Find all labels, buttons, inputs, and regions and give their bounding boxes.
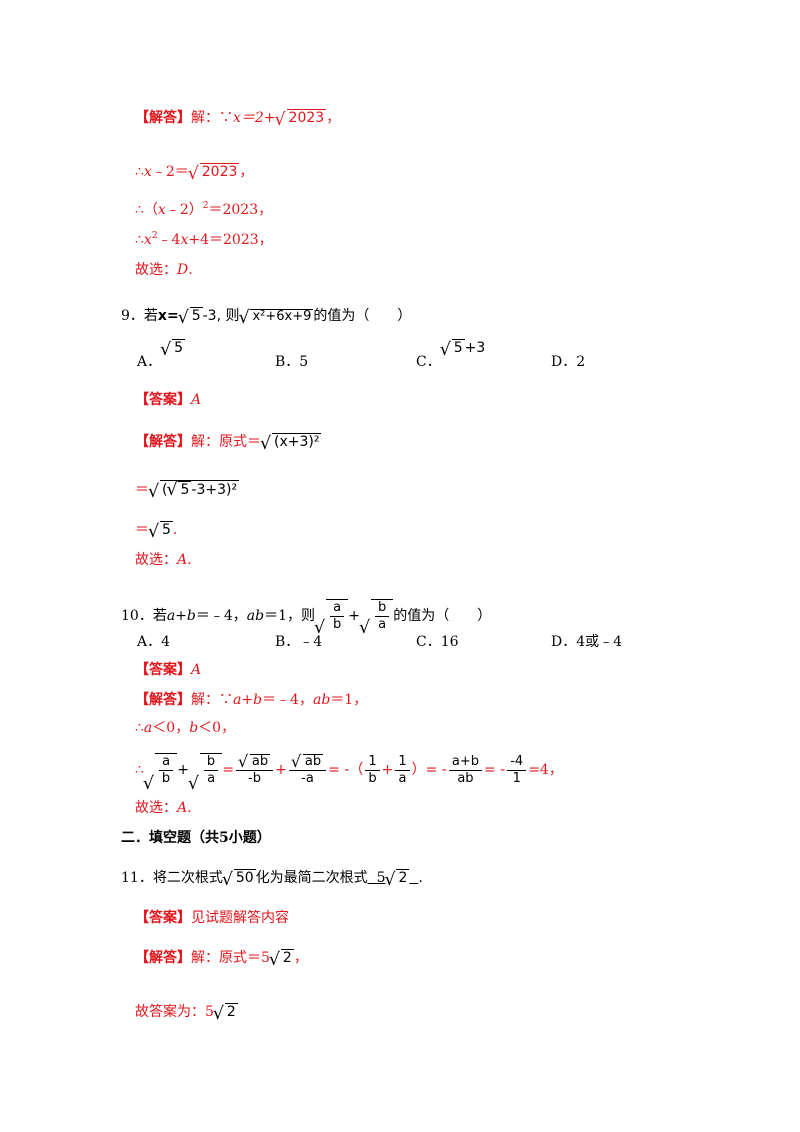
q9-choice: 故选：A. [135, 552, 192, 568]
q10-option-b: B．﹣4 [275, 634, 323, 650]
q9-solution-line-2: ＝(5-3+3)² [135, 480, 240, 501]
q9-solution-line-1: 【解答】解：原式＝(x+3)² [135, 432, 322, 453]
q11-stem: 11．将二次根式50化为最简二次根式 52 . [121, 868, 423, 889]
radical: ab [143, 748, 178, 793]
radical: 2 [384, 868, 410, 889]
q11-solution: 【解答】解：原式＝52， [135, 948, 308, 969]
radical: 5 [148, 520, 173, 541]
q9-solution-line-3: ＝5. [135, 520, 177, 541]
q9-option-d: D．2 [551, 354, 586, 370]
q10-option-c: C．16 [416, 634, 459, 650]
q10-option-a: A．4 [137, 634, 171, 650]
radical: 50 [222, 868, 256, 889]
q8-solution-line-3: ∴（x﹣2）2＝2023， [135, 201, 273, 219]
radical: (5-3+3)² [148, 480, 240, 501]
radical: ab [314, 596, 349, 637]
radical: (x+3)² [260, 432, 322, 453]
radical: 2023 [275, 108, 327, 129]
radical: 5 [440, 338, 465, 359]
section-title: 二．填空题（共5小题） [121, 830, 271, 846]
q8-solution-line-2: ∴x﹣2＝2023， [135, 162, 253, 183]
radical: 2023 [188, 162, 240, 183]
radical: ba [188, 748, 223, 793]
q10-option-d: D．4或﹣4 [551, 634, 623, 650]
solution-tag: 【解答】 [135, 110, 191, 126]
q9-option-a: A．5 [137, 339, 186, 372]
radical: ba [359, 596, 394, 637]
radical: 5 [160, 338, 186, 359]
q10-solution-line-1: 【解答】解：∵a+b＝﹣4，ab＝1， [135, 692, 368, 708]
q10-choice: 故选：A. [135, 800, 192, 816]
q11-final: 故答案为：52 [135, 1002, 238, 1023]
radical: ab [291, 753, 324, 771]
q9-option-c: C．5+3 [416, 339, 485, 372]
radical: 5 [166, 481, 192, 499]
q8-choice: 故选：D. [135, 262, 193, 278]
radical: ab [238, 753, 271, 771]
q9-answer: 【答案】A [135, 392, 202, 408]
q10-solution-line-3: ∴ab+ba=ab-b+ab-a= -（1b+1a）= -a+bab= --41… [135, 748, 563, 793]
answer-blank: 52 [368, 868, 419, 889]
q8-solution-line-4: ∴x2﹣4x+4＝2023， [135, 231, 273, 249]
radical: x²+6x+9 [238, 306, 314, 327]
q11-answer: 【答案】见试题解答内容 [135, 910, 289, 926]
radical: 2 [269, 948, 294, 969]
q9-option-b: B．5 [275, 354, 309, 370]
q8-solution-line-1: 【解答】解：∵x＝2+2023， [135, 108, 340, 129]
radical: 5 [178, 306, 203, 327]
radical: 2 [213, 1002, 238, 1023]
q10-answer: 【答案】A [135, 662, 202, 678]
q10-solution-line-2: ∴a＜0，b＜0， [135, 720, 236, 736]
